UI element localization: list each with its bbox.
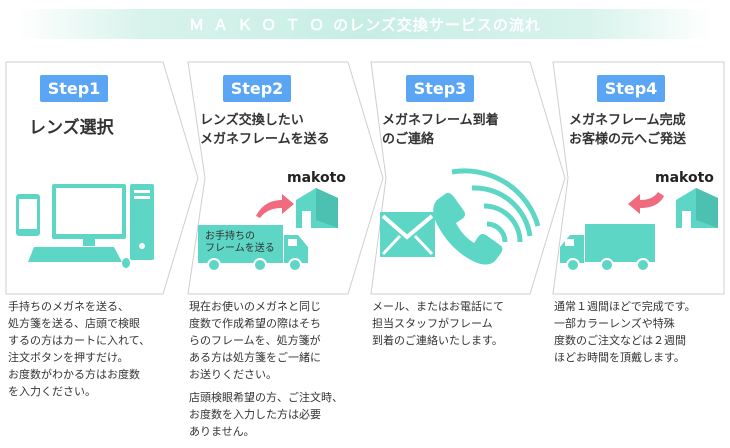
step2-badge: Step2 <box>223 75 291 102</box>
step4-brand: makoto <box>655 170 714 186</box>
phone-icon <box>433 193 503 265</box>
step2-title: レンズ交換したいメガネフレームを送る <box>200 113 330 147</box>
step3-badge: Step3 <box>406 75 474 102</box>
truck-icon <box>198 225 308 263</box>
return-arrow-icon <box>628 192 664 214</box>
computer-icon <box>16 184 154 268</box>
step1-description: 手持ちのメガネを送る、処方箋を送る、店頭で検眼するの方はカートに入れて、注文ボタ… <box>8 300 151 398</box>
delivery-truck-wheels <box>566 258 650 272</box>
step1-title: レンズ選択 <box>29 118 114 138</box>
delivery-truck-icon <box>560 224 655 263</box>
step4-badge: Step4 <box>597 75 665 102</box>
send-arrow-icon <box>256 194 294 218</box>
step2-brand: makoto <box>287 170 346 186</box>
shop-icon <box>296 188 338 228</box>
truck-wheels <box>207 258 302 272</box>
header-title: のレンズ交換サービスの流れ <box>333 15 541 34</box>
mail-icon <box>380 212 435 257</box>
truck-label: お手持ちのフレームを送る <box>205 231 275 254</box>
shop-icon-step4 <box>676 188 718 228</box>
step4-description: 通常１週間ほどで完成です。一部カラーレンズや特殊度数のご注文などは２週間ほどお時… <box>554 300 696 364</box>
signal-waves-icon <box>451 168 541 243</box>
step3-title: メガネフレーム到着のご連絡 <box>382 113 499 147</box>
step4-title: メガネフレーム完成お客様の元へご発送 <box>569 113 687 147</box>
header-brand: ＭＡＫＯＴＯ <box>189 15 334 34</box>
step3-description: メール、またはお電話にて担当スタッフがフレーム到着のご連絡いたします。 <box>372 300 504 347</box>
step1-badge: Step1 <box>40 75 108 102</box>
step2-description: 現在お使いのメガネと同じ度数で作成希望の際はそちらのフレームを、処方箋がある方は… <box>189 300 343 438</box>
